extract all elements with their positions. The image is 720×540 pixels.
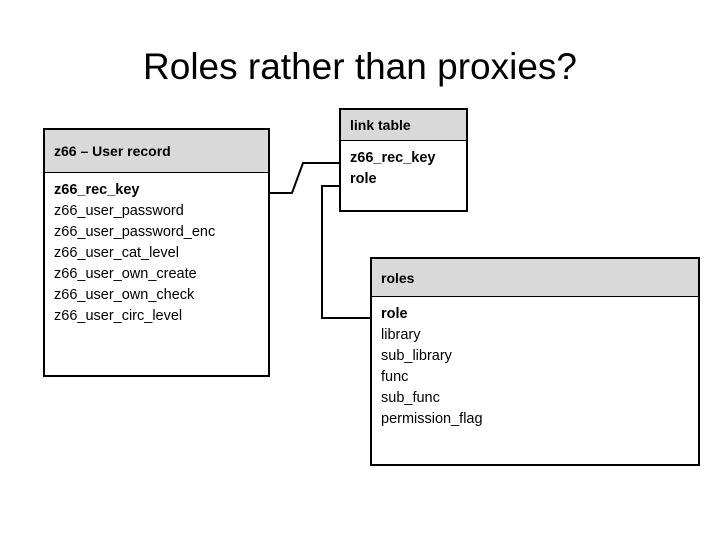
entity-fields-user-record: z66_rec_key z66_user_password z66_user_p… bbox=[45, 173, 268, 327]
entity-header-roles: roles bbox=[372, 259, 698, 297]
entity-fields-roles: role library sub_library func sub_func p… bbox=[372, 297, 698, 430]
field-row: z66_rec_key bbox=[350, 150, 436, 166]
field-row: z66_user_cat_level bbox=[54, 245, 179, 261]
entity-box-link-table[interactable]: link table z66_rec_key role bbox=[339, 108, 468, 212]
entity-title-user-record: z66 – User record bbox=[54, 143, 171, 159]
connector-user-to-link bbox=[270, 162, 339, 194]
entity-fields-link-table: z66_rec_key role bbox=[341, 141, 466, 190]
field-row: z66_user_circ_level bbox=[54, 308, 183, 324]
field-row: z66_user_own_create bbox=[54, 266, 197, 282]
field-row: z66_user_password_enc bbox=[54, 224, 216, 240]
entity-title-roles: roles bbox=[381, 269, 415, 286]
entity-box-user-record[interactable]: z66 – User record z66_rec_key z66_user_p… bbox=[43, 128, 270, 377]
field-row: sub_library bbox=[381, 348, 452, 364]
page-title: Roles rather than proxies? bbox=[143, 46, 577, 87]
field-row: role bbox=[350, 171, 377, 187]
entity-header-user-record: z66 – User record bbox=[45, 130, 268, 173]
field-row: func bbox=[381, 369, 409, 385]
field-row: z66_rec_key bbox=[54, 182, 140, 198]
field-row: library bbox=[381, 327, 421, 343]
field-row: permission_flag bbox=[381, 411, 483, 427]
field-row: z66_user_password bbox=[54, 203, 184, 219]
field-row: sub_func bbox=[381, 390, 440, 406]
field-row: z66_user_own_check bbox=[54, 287, 195, 303]
entity-title-link-table: link table bbox=[350, 117, 411, 133]
entity-box-roles[interactable]: roles role library sub_library func sub_… bbox=[370, 257, 700, 466]
entity-header-link-table: link table bbox=[341, 110, 466, 141]
field-row: role bbox=[381, 306, 408, 322]
